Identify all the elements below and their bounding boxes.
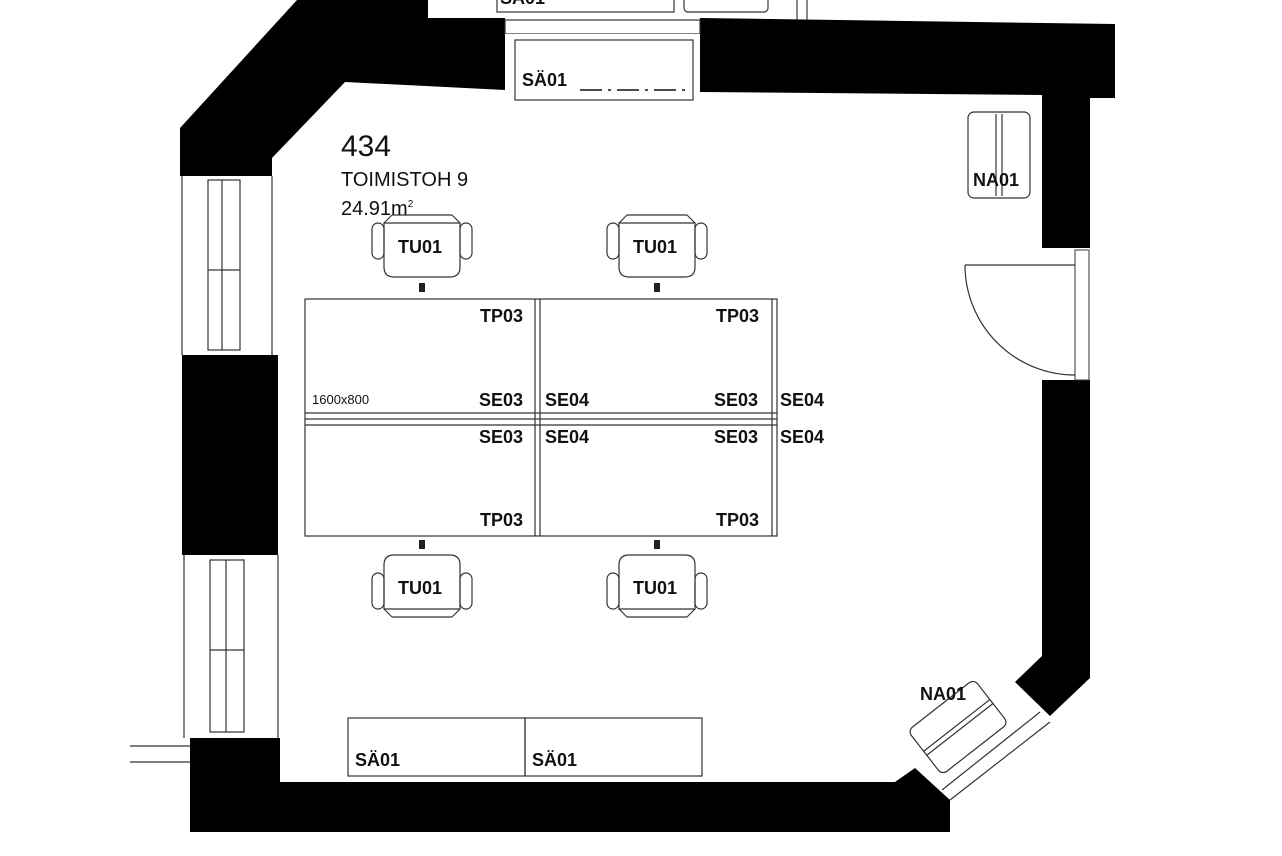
desk-group[interactable]: TP03 TP03 TP03 TP03 1600x800 SE03 SE04 S… xyxy=(304,298,824,537)
corner-opening xyxy=(941,711,1051,801)
wall-bottom xyxy=(190,738,950,832)
room-number: 434 xyxy=(341,130,391,163)
desk-label: TP03 xyxy=(716,306,759,326)
room-area: 24.91m2 xyxy=(341,198,414,220)
screen-label: SE04 xyxy=(780,427,824,447)
storage-label-neighbour: SÄ01 xyxy=(500,0,545,8)
wall-left xyxy=(182,355,278,555)
coat-rack-top[interactable]: NA01 xyxy=(967,111,1031,199)
room-name: TOIMISTOH 9 xyxy=(341,169,468,191)
wall-top-left xyxy=(180,0,505,176)
screen-label: SE03 xyxy=(714,390,758,410)
screen-label: SE04 xyxy=(545,427,589,447)
chair[interactable]: TU01 xyxy=(371,214,473,292)
coat-rack-label: NA01 xyxy=(973,170,1019,190)
window-left-upper xyxy=(180,176,273,355)
room-area-value: 24.91m xyxy=(341,198,408,220)
chair-label: TU01 xyxy=(633,578,677,598)
door[interactable] xyxy=(964,249,1090,381)
desk-label: TP03 xyxy=(480,510,523,530)
storage-label-top: SÄ01 xyxy=(522,70,567,90)
walls xyxy=(180,0,1115,832)
desk-size-label: 1600x800 xyxy=(312,392,369,407)
neighbour-room-fragment xyxy=(496,0,808,35)
storage-cabinet[interactable]: SÄ01 xyxy=(524,717,703,777)
screen-label: SE03 xyxy=(479,427,523,447)
storage-label: SÄ01 xyxy=(532,750,577,770)
screen-label: SE04 xyxy=(780,390,824,410)
chair-label: TU01 xyxy=(398,237,442,257)
chair[interactable]: TU01 xyxy=(606,214,708,292)
screen-label: SE03 xyxy=(714,427,758,447)
chair[interactable]: TU01 xyxy=(371,540,473,618)
chair[interactable]: TU01 xyxy=(606,540,708,618)
desk-label: TP03 xyxy=(480,306,523,326)
room-area-unit: 2 xyxy=(408,199,414,210)
storage-cabinet[interactable]: SÄ01 xyxy=(347,717,526,777)
desk-label: TP03 xyxy=(716,510,759,530)
screen-label: SE03 xyxy=(479,390,523,410)
wall-top-right xyxy=(700,18,1115,248)
screen-label: SE04 xyxy=(545,390,589,410)
chair-label: TU01 xyxy=(398,578,442,598)
chair-label: TU01 xyxy=(633,237,677,257)
storage-label: SÄ01 xyxy=(355,750,400,770)
window-top xyxy=(505,34,700,101)
window-left-lower xyxy=(130,555,280,763)
coat-rack-bottom[interactable]: NA01 xyxy=(908,679,1009,775)
coat-rack-label: NA01 xyxy=(920,684,966,704)
wall-right xyxy=(1015,380,1090,716)
